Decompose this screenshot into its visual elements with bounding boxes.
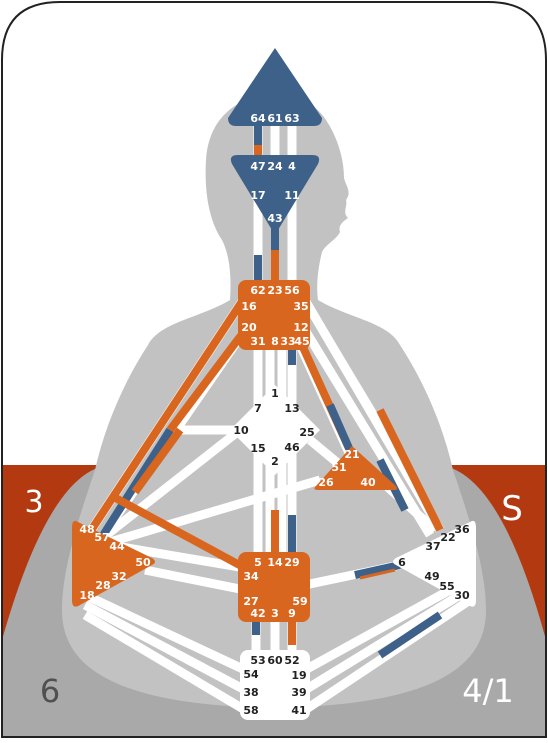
solar-plexus-center: 36 37 22 6 49 55 30 <box>393 520 476 607</box>
profile-bottom-right: 4/1 <box>462 672 514 710</box>
gate-34: 34 <box>243 570 259 583</box>
gate-55: 55 <box>439 580 454 593</box>
gate-35: 35 <box>293 300 308 313</box>
gate-31: 31 <box>250 335 265 348</box>
gate-20: 20 <box>241 321 257 334</box>
gate-57: 57 <box>94 531 109 544</box>
strategy-letter: S <box>501 489 523 529</box>
gate-38: 38 <box>243 686 258 699</box>
corner-number-bottom-left: 6 <box>40 672 60 710</box>
gate-19: 19 <box>291 669 306 682</box>
gate-12: 12 <box>293 321 308 334</box>
gate-39: 39 <box>291 686 306 699</box>
gate-24: 24 <box>267 160 283 173</box>
gate-58: 58 <box>243 704 258 717</box>
throat-center: 62 23 56 16 35 20 12 31 8 33 45 <box>238 280 310 350</box>
gate-45: 45 <box>294 335 309 348</box>
gate-18: 18 <box>79 589 94 602</box>
heart-center: 21 51 26 40 <box>314 446 398 490</box>
gate-1: 1 <box>271 387 279 400</box>
gate-5: 5 <box>254 556 262 569</box>
gate-11: 11 <box>284 189 299 202</box>
gate-63: 63 <box>284 112 299 125</box>
gate-22: 22 <box>440 531 455 544</box>
gate-47: 47 <box>250 160 265 173</box>
gate-10: 10 <box>233 424 249 437</box>
gate-62: 62 <box>250 284 265 297</box>
gate-41: 41 <box>291 704 306 717</box>
spleen-center: 48 57 44 50 32 28 18 <box>72 520 155 607</box>
gate-29: 29 <box>284 556 299 569</box>
gate-6: 6 <box>398 556 406 569</box>
gate-54: 54 <box>243 668 259 681</box>
gate-26: 26 <box>318 476 334 489</box>
gate-21: 21 <box>344 448 359 461</box>
gate-48: 48 <box>79 523 94 536</box>
head-center: 64 61 63 <box>228 48 322 126</box>
gate-51: 51 <box>331 461 346 474</box>
gate-32: 32 <box>111 570 126 583</box>
gate-59: 59 <box>292 595 307 608</box>
gate-60: 60 <box>267 654 283 667</box>
gate-33: 33 <box>280 335 295 348</box>
gate-7: 7 <box>254 402 262 415</box>
gate-9: 9 <box>288 607 296 620</box>
gate-8: 8 <box>271 335 279 348</box>
gate-49: 49 <box>424 570 439 583</box>
gate-4: 4 <box>288 160 296 173</box>
gate-52: 52 <box>284 654 299 667</box>
profile-top-left: 3 <box>24 485 43 520</box>
gate-53: 53 <box>250 654 265 667</box>
gate-3: 3 <box>271 607 279 620</box>
gate-17: 17 <box>250 189 265 202</box>
gate-40: 40 <box>360 476 376 489</box>
g-center: 1 7 13 10 25 15 46 2 <box>230 385 320 475</box>
gate-64: 64 <box>250 112 266 125</box>
gate-27: 27 <box>243 595 258 608</box>
gate-56: 56 <box>284 284 300 297</box>
gate-42: 42 <box>250 607 265 620</box>
gate-15: 15 <box>250 442 265 455</box>
gate-61: 61 <box>267 112 282 125</box>
root-center: 53 60 52 54 19 38 39 58 41 <box>240 650 310 720</box>
gate-13: 13 <box>284 402 299 415</box>
gate-30: 30 <box>454 589 470 602</box>
channels-defined <box>84 125 444 659</box>
sacral-center: 5 14 29 34 27 59 42 3 9 <box>238 552 310 622</box>
gate-28: 28 <box>95 579 110 592</box>
gate-46: 46 <box>284 441 300 454</box>
gate-36: 36 <box>454 523 470 536</box>
gate-16: 16 <box>241 300 257 313</box>
ajna-center: 47 24 4 17 11 43 <box>230 155 320 233</box>
gate-50: 50 <box>135 556 151 569</box>
gate-43: 43 <box>267 212 282 225</box>
gate-23: 23 <box>267 284 282 297</box>
gate-44: 44 <box>109 540 125 553</box>
gate-2: 2 <box>271 455 279 468</box>
gate-37: 37 <box>425 540 440 553</box>
gate-14: 14 <box>267 556 283 569</box>
gate-25: 25 <box>299 426 314 439</box>
